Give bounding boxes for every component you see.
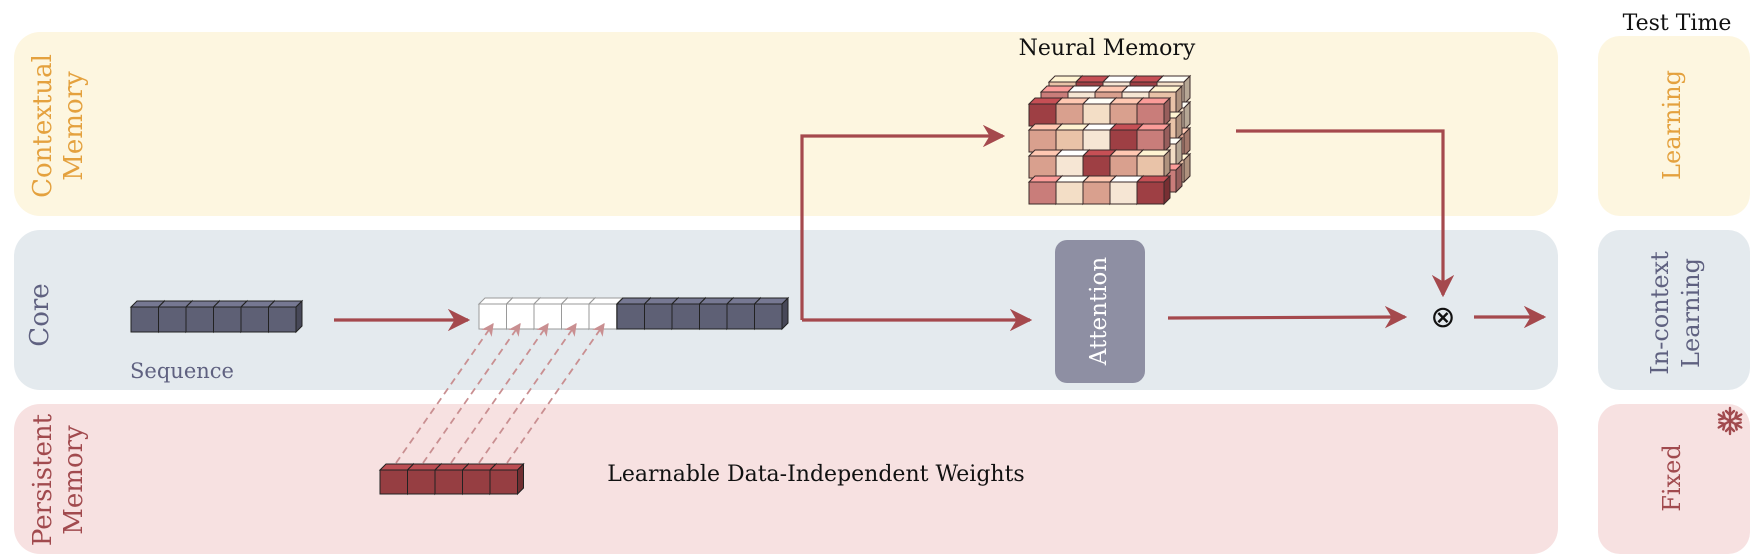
learning-label: Learning (1658, 70, 1686, 180)
attention-block (1055, 240, 1145, 383)
persistent-memory-band (14, 404, 1558, 554)
svg-text:Persistent: Persistent (28, 413, 58, 546)
svg-text:Attention: Attention (1086, 257, 1112, 367)
learnable-weights-label: Learnable Data-Independent Weights (607, 462, 1024, 487)
combined-tokens (477, 296, 790, 331)
weight-to-token-arrows (395, 322, 605, 464)
weight-token (488, 462, 525, 496)
memory-cell (1135, 174, 1172, 206)
neural-memory-cube (1027, 74, 1192, 206)
fixed-label: Fixed (1658, 444, 1686, 511)
attention-label: Attention (1086, 257, 1112, 367)
memory-to-combine-arrow (1236, 129, 1455, 298)
svg-text:Fixed: Fixed (1658, 444, 1686, 511)
sequence-tokens (129, 299, 304, 334)
snowflake-icon (1717, 406, 1743, 436)
fixed-band (1598, 404, 1750, 554)
flow-arrows (334, 124, 1547, 332)
in-context-learning-band (1598, 230, 1750, 390)
test-time-header: Test Time (1623, 11, 1732, 36)
tokens-to-memory-arrow (800, 124, 1006, 320)
persistent-memory-label: Persistent Memory (28, 413, 89, 546)
svg-text:Memory: Memory (59, 425, 89, 535)
svg-text:Core: Core (25, 283, 55, 346)
memory-cell (1135, 122, 1172, 154)
combine-operator-icon: ⊗ (1430, 300, 1455, 335)
attention-to-combine-arrow (1167, 305, 1408, 329)
in-context-learning-label: In-context Learning (1646, 251, 1705, 375)
sequence-label: Sequence (130, 359, 234, 383)
memory-cell (1135, 148, 1172, 180)
core-label: Core (25, 283, 55, 346)
neural-memory-label: Neural Memory (1019, 36, 1196, 61)
learning-band (1598, 36, 1750, 216)
svg-text:Contextual: Contextual (28, 54, 58, 198)
memory-cell (1135, 96, 1172, 128)
sequence-token (267, 299, 304, 334)
persistent-weight-tokens (378, 462, 525, 496)
contextual-memory-band (14, 32, 1558, 216)
svg-text:Learning: Learning (1658, 70, 1686, 180)
sequence-token (753, 296, 790, 331)
svg-text:In-context: In-context (1646, 251, 1674, 375)
svg-text:Memory: Memory (59, 71, 89, 181)
svg-text:Learning: Learning (1677, 258, 1705, 368)
contextual-memory-label: Contextual Memory (28, 54, 89, 198)
